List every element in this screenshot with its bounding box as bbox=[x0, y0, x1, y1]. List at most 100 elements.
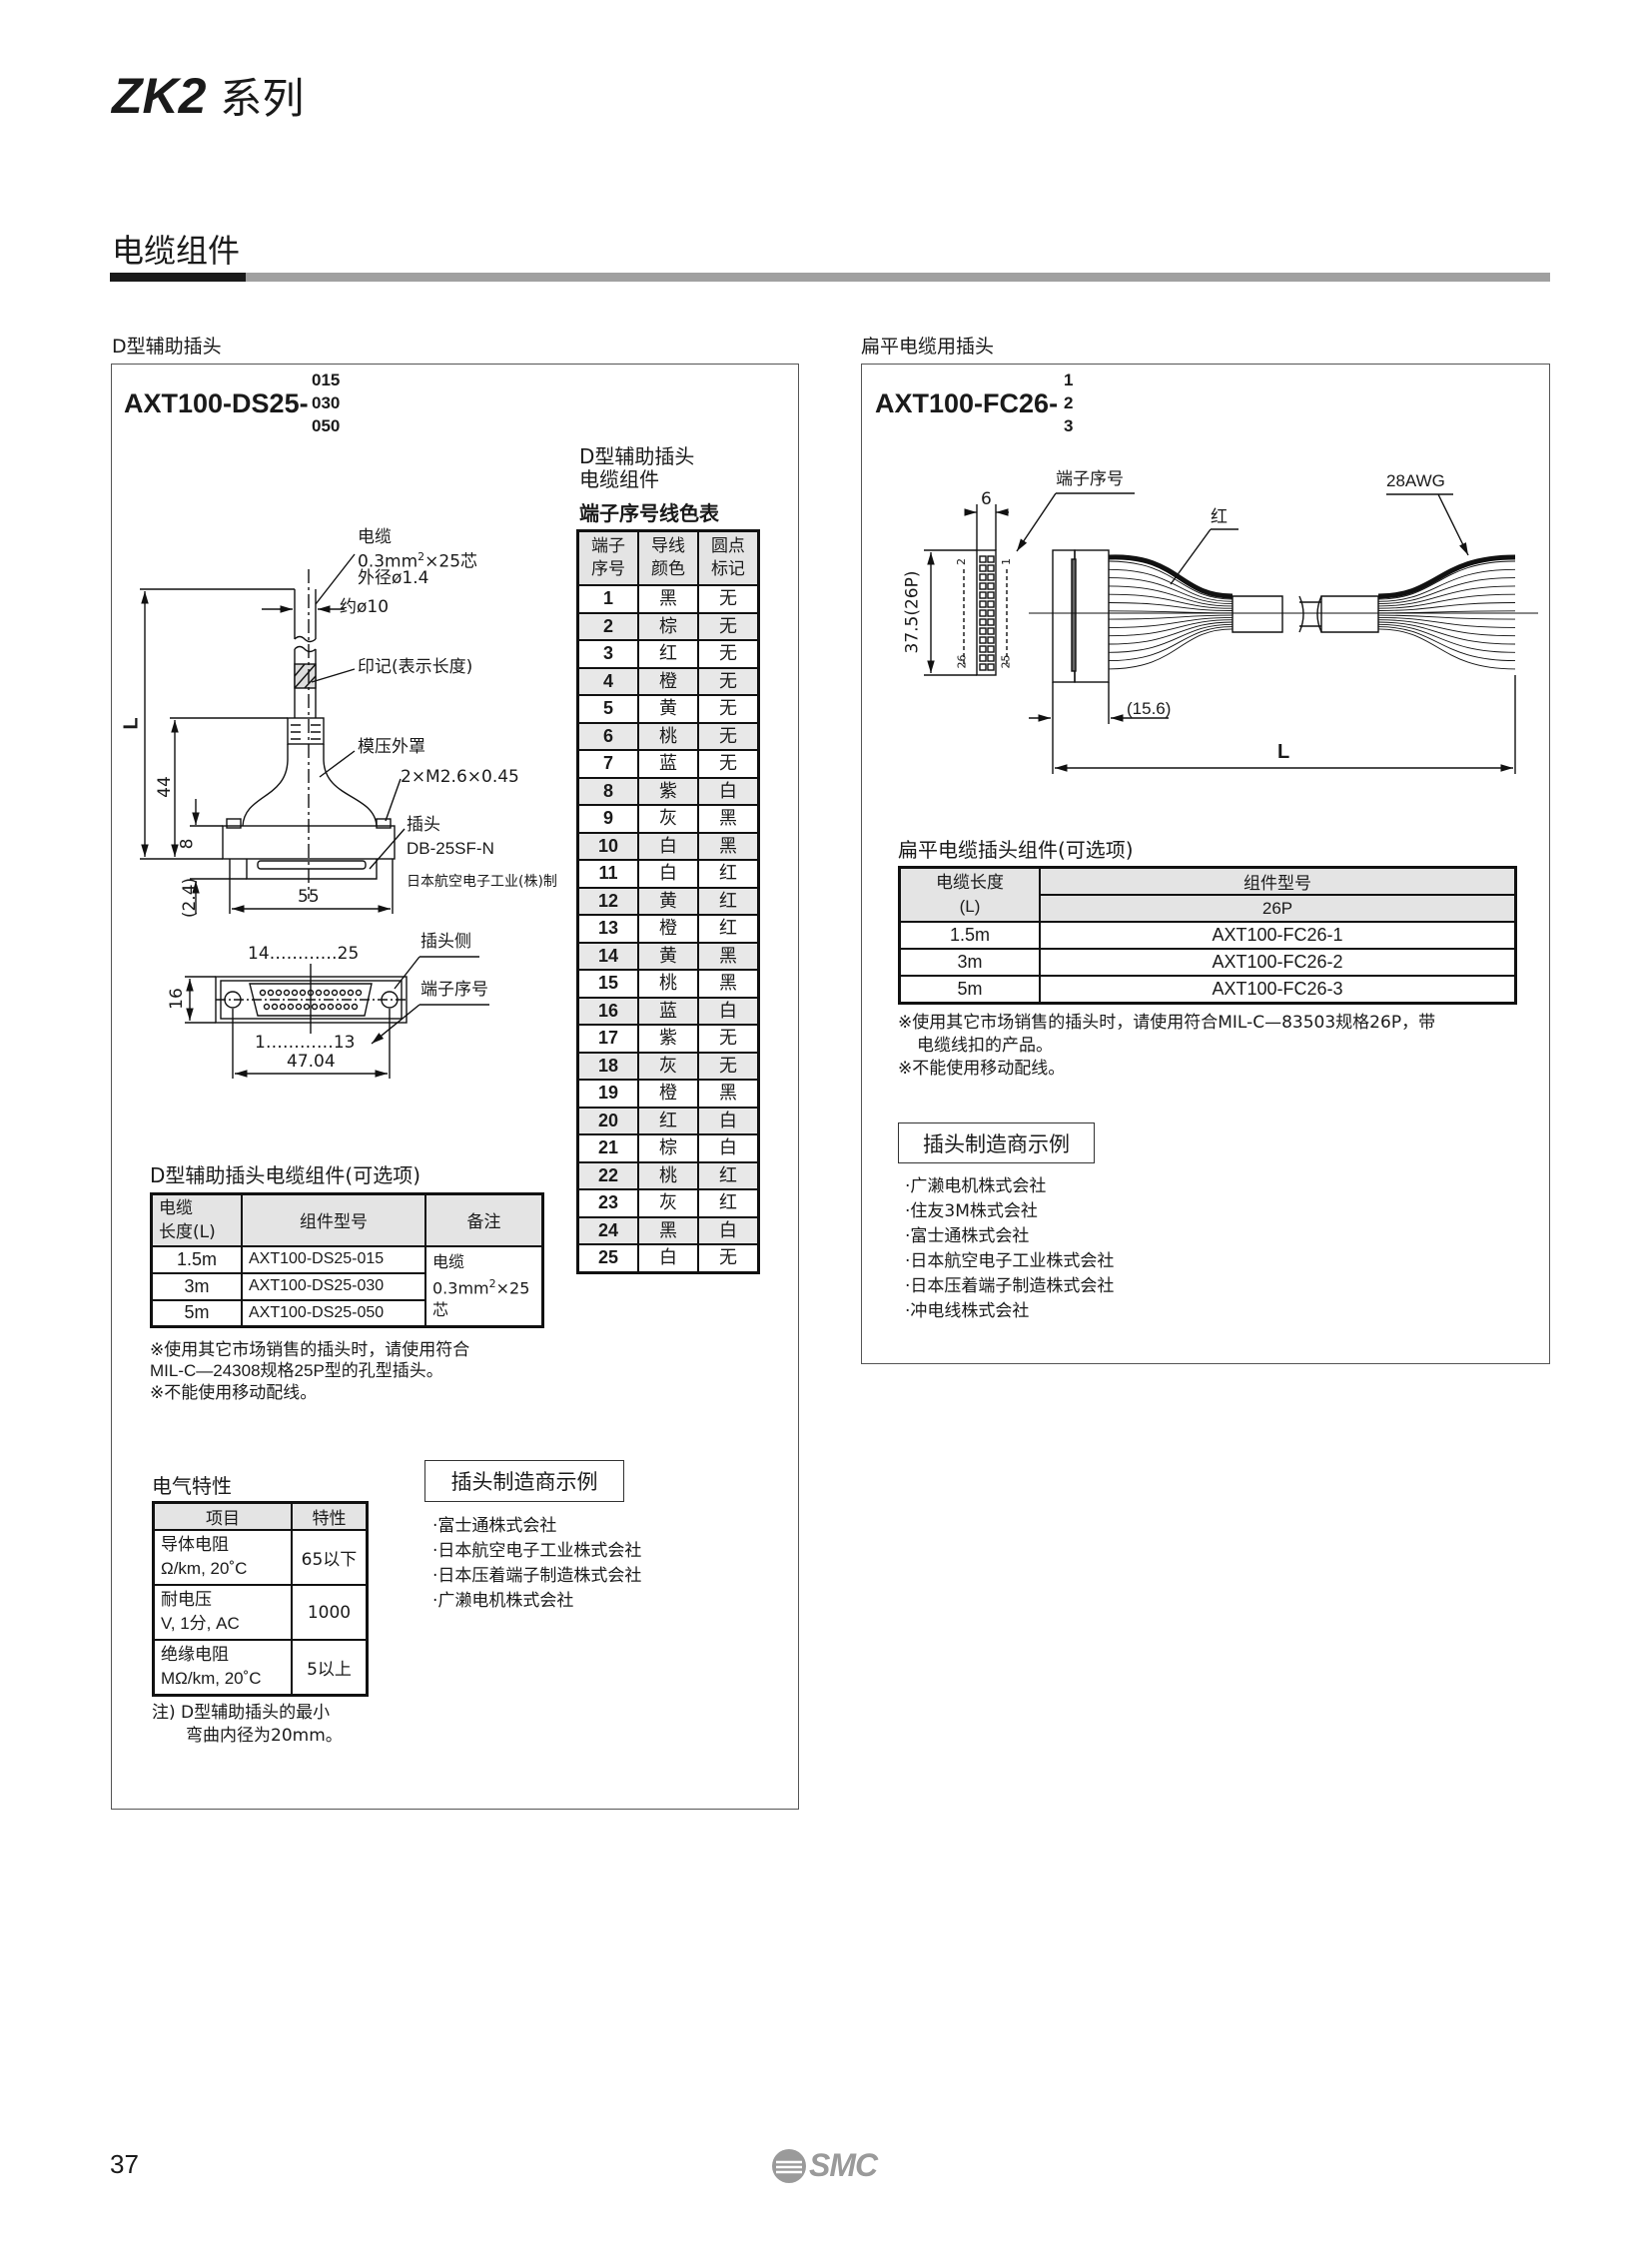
dot-mark: 无 bbox=[696, 1024, 760, 1054]
wire-color: 灰 bbox=[637, 1188, 699, 1218]
dim-6: 6 bbox=[981, 489, 992, 509]
header-item: 项目 bbox=[152, 1501, 293, 1531]
pin-number: 20 bbox=[576, 1106, 640, 1135]
dim-16: 16 bbox=[166, 988, 187, 1010]
series-suffix: 系列 bbox=[220, 75, 305, 122]
wire-color: 橙 bbox=[637, 666, 699, 696]
dim-15-6: (15.6) bbox=[1127, 699, 1172, 718]
elec-note-2: 弯曲内径为20mm。 bbox=[186, 1726, 343, 1746]
dot-mark: 无 bbox=[696, 584, 760, 614]
left-option-title: D型辅助插头电缆组件(可选项) bbox=[150, 1163, 421, 1187]
right-panel-label: 扁平电缆用插头 bbox=[861, 336, 995, 358]
wire-color: 黄 bbox=[637, 694, 699, 724]
right-maker-item: ·日本航空电子工业株式会社 bbox=[905, 1251, 1115, 1271]
value: 1000 bbox=[291, 1584, 369, 1641]
page-number: 37 bbox=[110, 2149, 139, 2179]
dot-mark: 红 bbox=[696, 886, 760, 916]
pin-number: 7 bbox=[576, 749, 640, 779]
wire-color: 棕 bbox=[637, 1133, 699, 1163]
pin-header-color: 导线颜色 bbox=[637, 529, 699, 586]
pin-number: 3 bbox=[576, 639, 640, 669]
right-panel bbox=[861, 364, 1550, 1364]
left-model-option-3: 050 bbox=[312, 416, 341, 435]
label-red-wire: 红 bbox=[1211, 507, 1228, 527]
dim-37-5: 37.5(26P) bbox=[902, 570, 923, 654]
header-pins: 26P bbox=[1039, 894, 1517, 923]
left-model-option-2: 030 bbox=[312, 393, 341, 412]
right-option-header: 电缆长度(L) 组件型号 bbox=[898, 866, 1517, 923]
dot-mark: 无 bbox=[696, 611, 760, 641]
dot-mark: 无 bbox=[696, 1243, 760, 1273]
right-maker-item: ·富士通株式会社 bbox=[905, 1226, 1030, 1246]
pin-number: 5 bbox=[576, 694, 640, 724]
header-remark: 备注 bbox=[424, 1192, 544, 1247]
left-panel-label: D型辅助插头 bbox=[112, 336, 222, 358]
left-note-2: MIL-C—24308规格25P型的孔型插头。 bbox=[150, 1361, 443, 1380]
pin-number: 1 bbox=[576, 584, 640, 614]
section-bar-dark bbox=[110, 273, 246, 282]
row-length: 1.5m bbox=[898, 921, 1041, 950]
dot-mark: 黑 bbox=[696, 804, 760, 834]
wire-color: 红 bbox=[637, 639, 699, 669]
pin-number: 22 bbox=[576, 1160, 640, 1190]
right-maker-item: ·广濑电机株式会社 bbox=[905, 1176, 1047, 1196]
left-panel bbox=[111, 364, 799, 1810]
wire-color: 白 bbox=[637, 1243, 699, 1273]
wire-color: 棕 bbox=[637, 611, 699, 641]
pin-table-header: 端子序号 导线颜色 圆点标记 bbox=[576, 529, 760, 586]
left-makers-title: 插头制造商示例 bbox=[424, 1460, 624, 1502]
dot-mark: 白 bbox=[696, 1106, 760, 1135]
label-plug-maker: 日本航空电子工业(株)制 bbox=[407, 874, 557, 890]
right-note-3: ※不能使用移动配线。 bbox=[898, 1059, 1066, 1079]
right-maker-item: ·冲电线株式会社 bbox=[905, 1301, 1030, 1321]
dim-L: L bbox=[120, 717, 143, 730]
dot-mark: 无 bbox=[696, 694, 760, 724]
pin-number: 9 bbox=[576, 804, 640, 834]
label-molded-cover: 模压外罩 bbox=[358, 737, 425, 757]
pin-label-1: 1 bbox=[1000, 558, 1013, 565]
dot-mark: 黑 bbox=[696, 969, 760, 999]
wire-color: 黑 bbox=[637, 1215, 699, 1245]
right-model-prefix: AXT100-FC26- bbox=[875, 388, 1059, 418]
wire-color: 黄 bbox=[637, 941, 699, 971]
pin-number: 14 bbox=[576, 941, 640, 971]
wire-color: 白 bbox=[637, 831, 699, 861]
cable-spec-text: 0.3mm bbox=[358, 551, 418, 572]
series-code: ZK2 bbox=[112, 68, 207, 124]
pin-table-title-2: 电缆组件 bbox=[579, 467, 659, 491]
cable-spec-sup: 2 bbox=[417, 550, 425, 563]
row-length: 3m bbox=[898, 948, 1041, 977]
right-model-option-1: 1 bbox=[1064, 371, 1074, 389]
label-pins-top: 14…………25 bbox=[248, 944, 360, 964]
pin-number: 21 bbox=[576, 1133, 640, 1163]
right-option-title: 扁平电缆插头组件(可选项) bbox=[898, 838, 1134, 862]
dot-mark: 红 bbox=[696, 1160, 760, 1190]
pin-table-title-3: 端子序号线色表 bbox=[579, 503, 719, 525]
header-value: 特性 bbox=[291, 1501, 369, 1531]
